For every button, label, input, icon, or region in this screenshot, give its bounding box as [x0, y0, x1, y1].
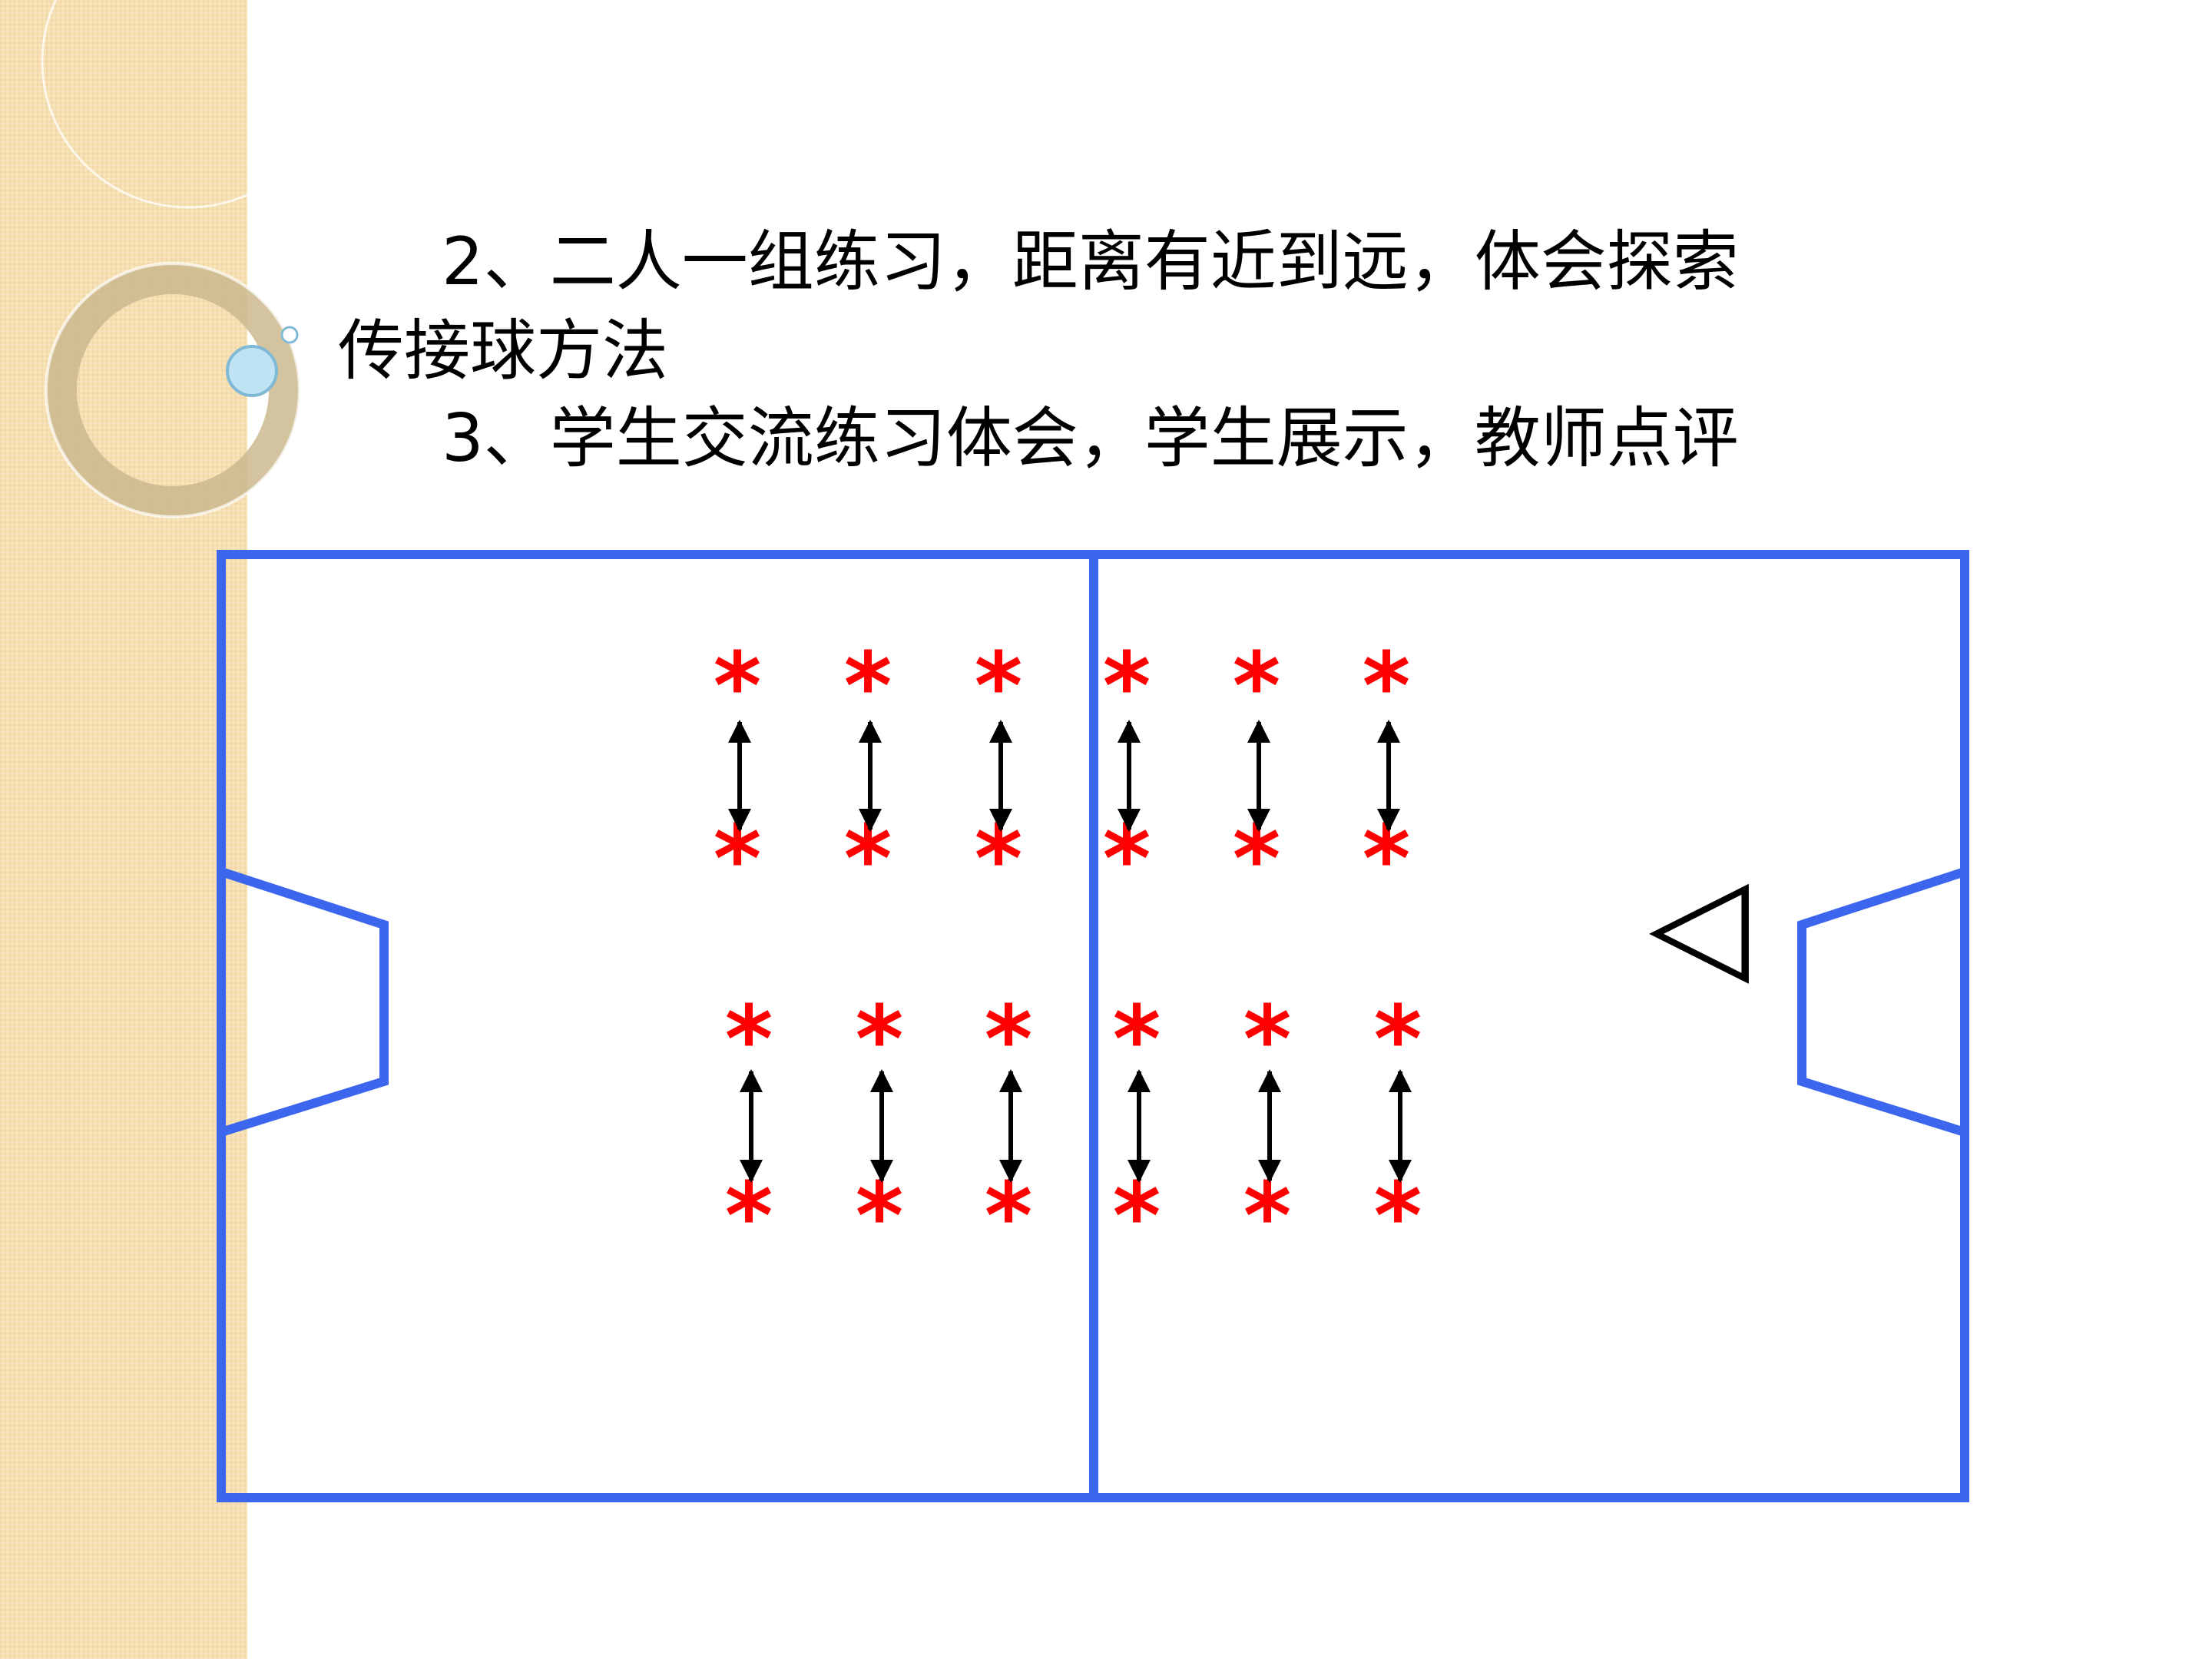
left-goal-area: [220, 867, 389, 1137]
decorative-ring-icon: [46, 263, 300, 517]
decorative-rings: [41, 0, 323, 518]
bubble-icon: [280, 326, 299, 344]
players-group: ************************: [714, 634, 1422, 1270]
instruction-line-2: 传接球方法: [338, 313, 668, 389]
instruction-line-1: 2、二人一组练习，距离有近到远，体会探索: [442, 224, 1739, 300]
passing-arrows-group: [728, 720, 1412, 1183]
instruction-line-3: 3、学生交流练习体会，学生展示，教师点评: [442, 400, 1739, 477]
teacher-triangle-icon: ◁: [1649, 847, 1750, 999]
decorative-ring-icon: [45, 262, 301, 518]
bubble-icon: [226, 345, 278, 397]
decorative-ring-icon: [41, 0, 323, 209]
right-goal-area: [1797, 867, 1966, 1137]
